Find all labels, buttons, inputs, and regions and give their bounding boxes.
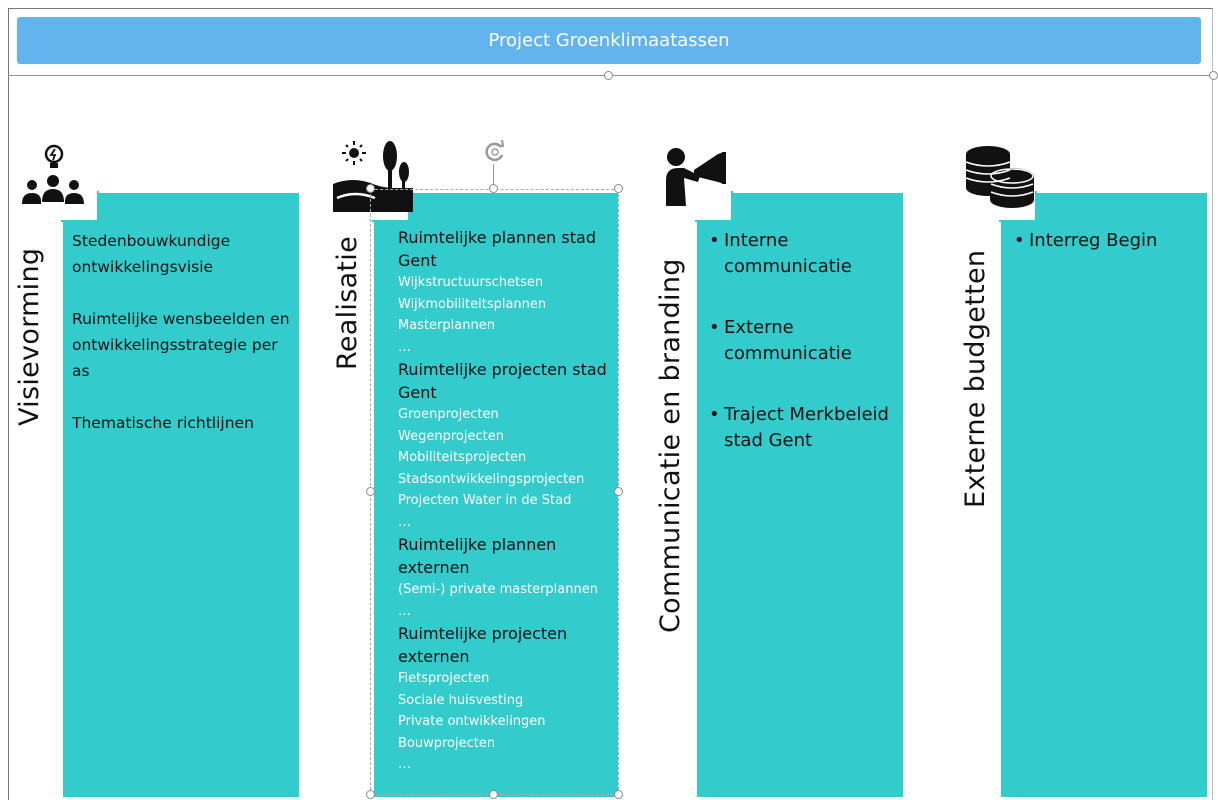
selection-handle[interactable] — [614, 487, 623, 496]
column-body-communicatie: •Interne communicatie •Externe communica… — [709, 228, 899, 489]
rotate-handle-icon[interactable] — [481, 138, 509, 166]
bullet-text: Interreg Begin — [1029, 230, 1158, 251]
group-item: Private ontwikkelingen — [398, 714, 546, 729]
column-realisatie[interactable] — [374, 193, 618, 797]
column-visievorming[interactable] — [63, 193, 299, 797]
bullet-item: •Traject Merkbeleid stad Gent — [709, 402, 899, 454]
group-item: Wijkmobiliteitsplannen — [398, 296, 547, 312]
group-item: Masterplannen — [398, 318, 495, 333]
bullet-text: Externe communicatie — [724, 317, 852, 364]
team-idea-icon — [22, 144, 84, 204]
selection-handle[interactable] — [1209, 71, 1218, 80]
group-item: Sociale huisvesting — [398, 692, 524, 708]
group-item: Wijkstructuurschetsen — [398, 275, 544, 290]
column-heading-realisatie: Realisatie — [332, 235, 363, 370]
selection-handle[interactable] — [614, 184, 623, 193]
group-item: Mobiliteitsprojecten — [398, 450, 527, 465]
column-heading-visievorming: Visievorming — [14, 247, 45, 426]
group-title: Ruimtelijke projecten stad Gent — [398, 360, 607, 402]
megaphone-person-icon — [666, 148, 726, 206]
group-item: (Semi-) private masterplannen — [398, 582, 598, 597]
column-body-budgetten: •Interreg Begin — [1014, 228, 1204, 289]
group-item: … — [398, 339, 411, 355]
column-budgetten[interactable] — [1001, 193, 1207, 797]
bullet-text: Interne communicatie — [724, 230, 852, 277]
landscape-tree-icon — [333, 141, 413, 212]
column-heading-budgetten: Externe budgetten — [960, 249, 991, 508]
group-item: … — [398, 603, 411, 619]
title-text: Project Groenklimaatassen — [488, 30, 730, 51]
selection-handle[interactable] — [604, 71, 613, 80]
group-item: Stadsontwikkelingsprojecten — [398, 471, 585, 487]
column-communicatie[interactable] — [697, 193, 903, 797]
body-line: Ruimtelijke wensbeelden en ontwikkelings… — [72, 310, 290, 380]
group-title: Ruimtelijke plannen stad Gent — [398, 228, 596, 270]
body-line: Stedenbouwkundige ontwikkelingsvisie — [72, 232, 231, 276]
selection-handle[interactable] — [489, 790, 498, 799]
title-bar[interactable]: Project Groenklimaatassen — [17, 17, 1201, 64]
group-item: Groenprojecten — [398, 407, 499, 422]
rotate-connector — [493, 164, 494, 188]
group-item: Fietsprojecten — [398, 671, 490, 686]
bullet-text: Traject Merkbeleid stad Gent — [724, 404, 889, 451]
body-line: Thematische richtlijnen — [72, 414, 254, 432]
bullet-item: •Interreg Begin — [1014, 228, 1204, 254]
group-title: Ruimtelijke projecten externen — [398, 624, 568, 666]
coins-stack-icon — [965, 146, 1034, 208]
group-title: Ruimtelijke plannen externen — [398, 535, 557, 577]
column-body-realisatie: Ruimtelijke plannen stad Gent Wijkstruct… — [398, 226, 616, 776]
group-item: … — [398, 514, 411, 530]
selection-handle[interactable] — [366, 790, 375, 799]
bullet-item: •Interne communicatie — [709, 228, 899, 280]
bullet-item: •Externe communicatie — [709, 315, 899, 367]
group-item: Bouwprojecten — [398, 735, 496, 751]
selection-handle[interactable] — [614, 790, 623, 799]
group-item: Projecten Water in de Stad — [398, 493, 572, 508]
column-heading-communicatie: Communicatie en branding — [655, 258, 686, 633]
selection-handle[interactable] — [489, 184, 498, 193]
slide-frame — [8, 8, 1213, 800]
selection-handle[interactable] — [366, 487, 375, 496]
column-body-visievorming: Stedenbouwkundige ontwikkelingsvisie Rui… — [72, 228, 292, 462]
group-item: … — [398, 757, 411, 772]
column-notch — [695, 191, 733, 222]
group-item: Wegenprojecten — [398, 428, 504, 444]
selection-handle[interactable] — [366, 184, 375, 193]
